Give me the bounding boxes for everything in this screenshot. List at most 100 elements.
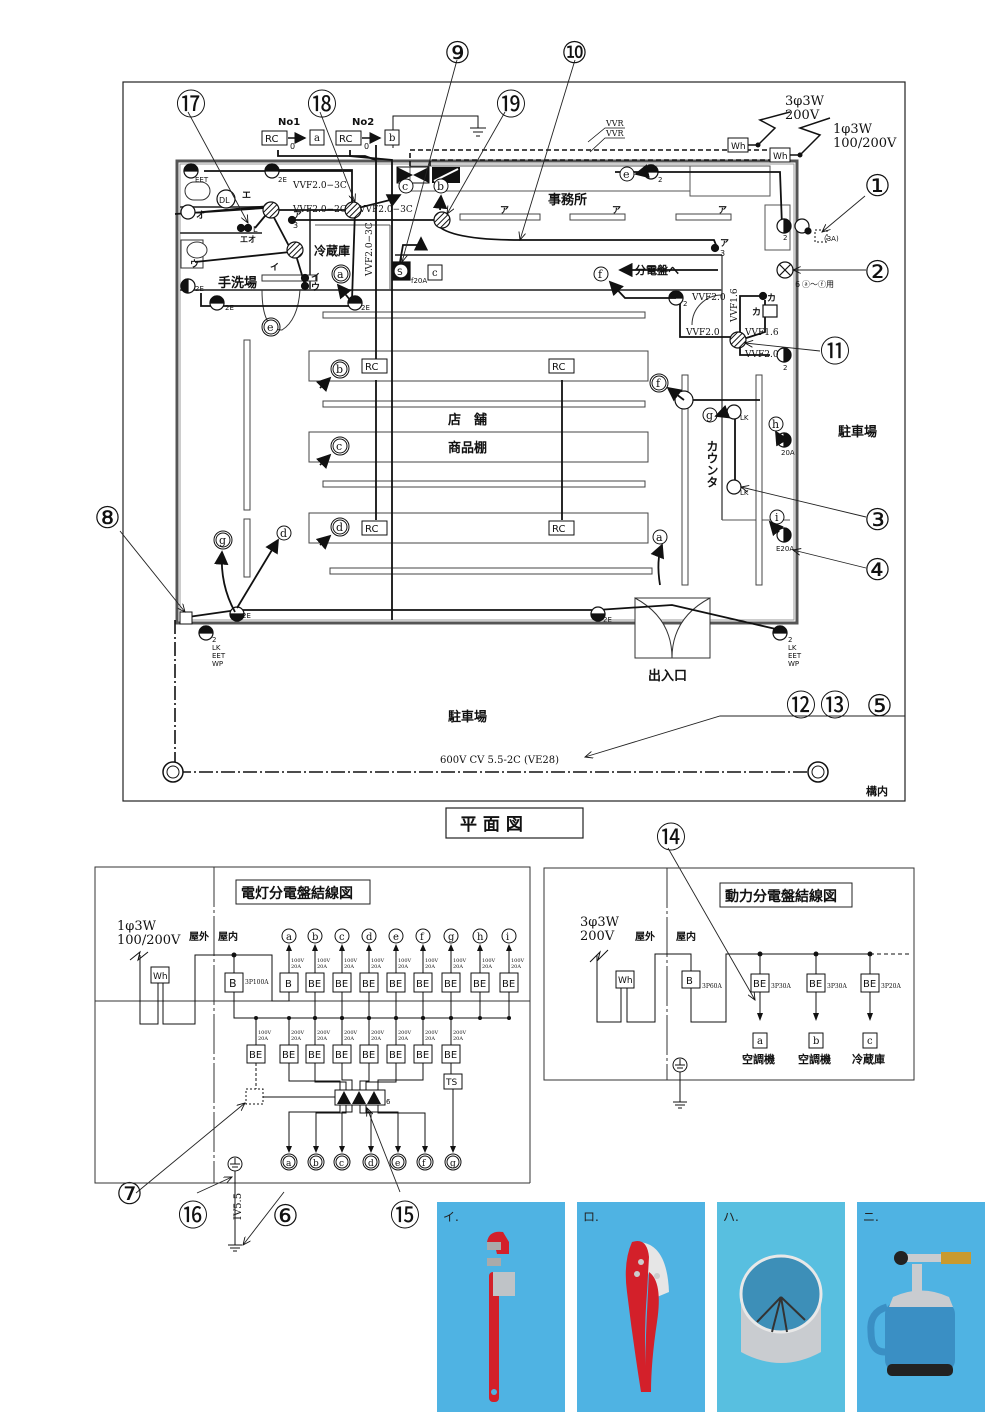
room-washroom-label: 手洗場 (218, 275, 257, 291)
svg-text:VVF2.0: VVF2.0 (691, 293, 726, 303)
svg-text:VVF2.0: VVF2.0 (685, 328, 720, 338)
svg-text:e: e (267, 321, 274, 334)
svg-text:カ: カ (752, 307, 761, 318)
svg-text:No2: No2 (352, 117, 374, 128)
svg-text:c: c (867, 1036, 873, 1047)
breaker-label: BE (335, 979, 348, 990)
output-f: f (377, 1105, 434, 1171)
svg-text:Wh: Wh (153, 972, 168, 982)
svg-text:DL: DL (219, 196, 230, 205)
photo-pipe-cutter: ロ. (577, 1202, 705, 1412)
svg-text:200V: 200V (785, 108, 820, 123)
callout-10: ⑩ (561, 36, 588, 71)
svg-text:f: f (422, 1159, 426, 1169)
svg-text:EET: EET (195, 176, 209, 184)
shelf-1 (308, 350, 649, 382)
svg-text:エ: エ (242, 191, 251, 201)
callout-4: ④ (864, 553, 891, 588)
shelves-label: 商品棚 (448, 440, 487, 456)
svg-text:2: 2 (783, 234, 787, 242)
pipe-cutter-icon (625, 1241, 669, 1392)
circuit-a-marker (281, 928, 297, 944)
svg-text:200V: 200V (344, 1030, 358, 1036)
callout-18: ⑱ (307, 88, 337, 123)
room-store-label: 店 舗 (448, 412, 487, 428)
lighting-panel-diagram: 電灯分電盤結線図 1φ3W 100/200V 屋外 屋内 Wh B 3P100A (94, 866, 531, 1184)
svg-text:屋内: 屋内 (218, 930, 238, 943)
svg-text:100V: 100V (258, 1030, 272, 1036)
svg-text:S: S (397, 268, 403, 278)
lighting-upper-branches: B100V20AaBE100V20AbBE100V20AcBE100V20AdB… (279, 928, 525, 1020)
svg-text:1φ3W: 1φ3W (833, 122, 873, 137)
handhole-left (162, 761, 184, 783)
svg-text:100V: 100V (344, 958, 358, 964)
svg-text:20A: 20A (398, 964, 408, 970)
svg-text:ア: ア (718, 205, 727, 216)
svg-text:3P100A: 3P100A (245, 979, 269, 986)
svg-text:20A: 20A (317, 964, 327, 970)
output-e: e (365, 1105, 407, 1171)
svg-text:c: c (432, 268, 438, 279)
svg-text:VVF2.0−3C: VVF2.0−3C (292, 181, 347, 191)
svg-text:20A: 20A (258, 1036, 268, 1042)
svg-text:g: g (450, 1159, 456, 1169)
svg-text:a: a (337, 268, 344, 281)
svg-text:0: 0 (290, 142, 295, 151)
svg-text:f: f (656, 377, 661, 390)
svg-text:3φ3W: 3φ3W (580, 915, 620, 930)
breaker-label: BE (362, 1050, 375, 1061)
svg-text:VVR: VVR (605, 129, 625, 138)
svg-text:ア: ア (612, 205, 621, 216)
photo-pipe-wrench: イ. (437, 1202, 565, 1412)
svg-text:g: g (448, 932, 455, 943)
breaker-label: B (285, 979, 292, 990)
svg-text:200V: 200V (371, 1030, 385, 1036)
callout-7: ⑦ (116, 1177, 143, 1212)
svg-text:f: f (420, 932, 425, 943)
pipe-reamer-icon (739, 1254, 823, 1363)
svg-text:d: d (280, 527, 287, 540)
svg-text:VVF1.6: VVF1.6 (730, 288, 740, 323)
callout-19: ⑲ (496, 88, 526, 123)
breaker-label: BE (416, 979, 429, 990)
to-panel-label: 分電盤へ (635, 263, 679, 277)
junction-box-17 (262, 201, 280, 219)
meter-label: Wh (731, 142, 746, 152)
svg-text:b: b (389, 133, 395, 144)
plan-title: 平 面 図 (460, 815, 523, 835)
svg-text:2E: 2E (242, 612, 251, 620)
power-panel-diagram: 動力分電盤結線図 3φ3W 200V 屋外 屋内 Wh B 3P60A (543, 867, 915, 1109)
svg-text:(3A): (3A) (824, 235, 839, 243)
breaker-label: BE (753, 979, 766, 990)
svg-text:2E: 2E (225, 304, 234, 312)
svg-text:100V: 100V (317, 958, 331, 964)
svg-text:LK: LK (788, 644, 797, 652)
svg-text:RC: RC (552, 362, 565, 373)
entrance-label: 出入口 (648, 668, 687, 684)
callout-14: ⑭ (656, 821, 686, 856)
svg-text:20A: 20A (425, 964, 435, 970)
svg-text:200V: 200V (453, 1030, 467, 1036)
svg-text:e: e (393, 932, 399, 943)
svg-text:200V: 200V (291, 1030, 305, 1036)
svg-text:200V: 200V (317, 1030, 331, 1036)
svg-text:20A: 20A (425, 1036, 435, 1042)
circuit-b-marker (307, 928, 323, 944)
svg-text:20A: 20A (453, 964, 463, 970)
floor-plan: Wh Wh RC No1 0 a RC No2 0 b RC RC RC R (122, 81, 906, 839)
svg-text:屋外: 屋外 (189, 930, 209, 943)
svg-text:a: a (314, 133, 320, 144)
svg-text:100V: 100V (398, 958, 412, 964)
power-main-breaker: B (686, 976, 693, 987)
svg-text:2: 2 (212, 636, 216, 644)
callout-16: ⑯ (178, 1199, 208, 1234)
svg-text:b: b (313, 1159, 319, 1169)
callout-1: ① (864, 169, 891, 204)
